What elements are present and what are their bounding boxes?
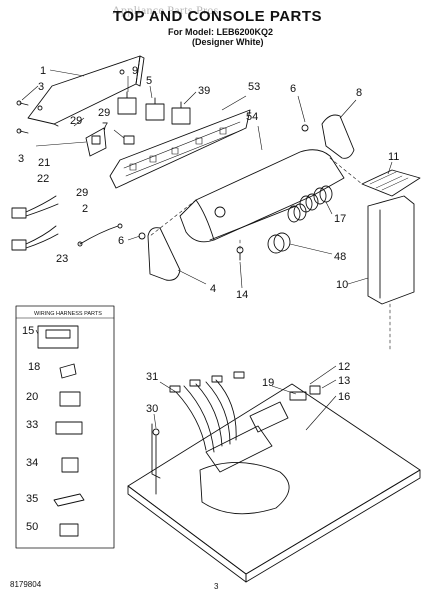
screw-3a xyxy=(16,100,29,106)
harness-31 xyxy=(175,379,237,453)
callout-29a: 29 xyxy=(70,115,82,127)
part-13 xyxy=(309,385,321,395)
callout-39: 39 xyxy=(198,85,210,97)
callout-17: 17 xyxy=(334,213,346,225)
callout-8: 8 xyxy=(356,87,362,99)
callout-29b: 29 xyxy=(76,187,88,199)
callout-13: 13 xyxy=(338,375,350,387)
wiring-harness-box xyxy=(15,305,115,549)
callout-2: 2 xyxy=(82,203,88,215)
page-number: 3 xyxy=(214,582,219,591)
switch-39 xyxy=(171,101,191,125)
screw-6a xyxy=(301,124,309,132)
callout-22: 22 xyxy=(37,173,49,185)
page-title: TOP AND CONSOLE PARTS xyxy=(112,8,323,25)
callout-48: 48 xyxy=(334,251,346,263)
harness-23 xyxy=(11,225,59,251)
wiring-item-15: 15 xyxy=(22,325,34,337)
top-panel xyxy=(127,383,421,575)
callout-54: 54 xyxy=(246,111,258,123)
callout-3b: 3 xyxy=(18,153,24,165)
callout-29c: 29 xyxy=(98,107,110,119)
callout-16: 16 xyxy=(338,391,350,403)
console-panel xyxy=(179,149,345,243)
switch-5 xyxy=(145,97,165,121)
callout-3a: 3 xyxy=(38,81,44,93)
part-19 xyxy=(289,391,307,401)
wiring-item-33: 33 xyxy=(26,419,38,431)
screw-6b xyxy=(138,232,146,240)
knob-48 xyxy=(267,232,291,254)
part-30 xyxy=(151,423,161,479)
knob-17c xyxy=(287,203,307,223)
knob-17a xyxy=(313,185,333,205)
harness-22 xyxy=(11,195,59,219)
screw-3b xyxy=(16,128,29,134)
wiring-item-20: 20 xyxy=(26,391,38,403)
callout-19: 19 xyxy=(262,377,274,389)
wiring-box-title: WIRING HARNESS PARTS xyxy=(34,311,102,317)
part-7 xyxy=(123,135,135,145)
callout-53: 53 xyxy=(248,81,260,93)
wiring-item-50: 50 xyxy=(26,521,38,533)
switch-9 xyxy=(117,91,137,115)
callout-23: 23 xyxy=(56,253,68,265)
callout-11: 11 xyxy=(388,151,399,163)
bracket-21 xyxy=(85,127,107,157)
model-line: For Model: LEB6200KQ2 xyxy=(168,27,274,37)
callout-7: 7 xyxy=(102,121,108,133)
doc-number: 8179804 xyxy=(10,580,42,589)
color-line: (Designer White) xyxy=(192,37,264,47)
lint-housing xyxy=(367,195,415,305)
callout-21: 21 xyxy=(38,157,50,169)
callout-10: 10 xyxy=(336,279,348,291)
wiring-item-34: 34 xyxy=(26,457,38,469)
knob-17b xyxy=(299,193,319,213)
callout-12: 12 xyxy=(338,361,350,373)
wiring-item-35: 35 xyxy=(26,493,38,505)
callout-6a: 6 xyxy=(290,83,296,95)
wire-2 xyxy=(77,223,123,247)
callout-6b: 6 xyxy=(118,235,124,247)
callout-4: 4 xyxy=(210,283,216,295)
callout-14: 14 xyxy=(236,289,248,301)
end-cap-8 xyxy=(321,114,355,159)
lint-screen xyxy=(361,169,421,197)
control-strip xyxy=(109,109,251,189)
end-cap-4 xyxy=(147,227,181,281)
callout-31: 31 xyxy=(146,371,158,383)
callout-30: 30 xyxy=(146,403,158,415)
wiring-item-18: 18 xyxy=(28,361,40,373)
watermark-text: Appliance Parts Pros xyxy=(112,3,219,17)
callout-5: 5 xyxy=(146,75,152,87)
callout-1: 1 xyxy=(40,65,46,77)
callout-9: 9 xyxy=(132,65,138,77)
